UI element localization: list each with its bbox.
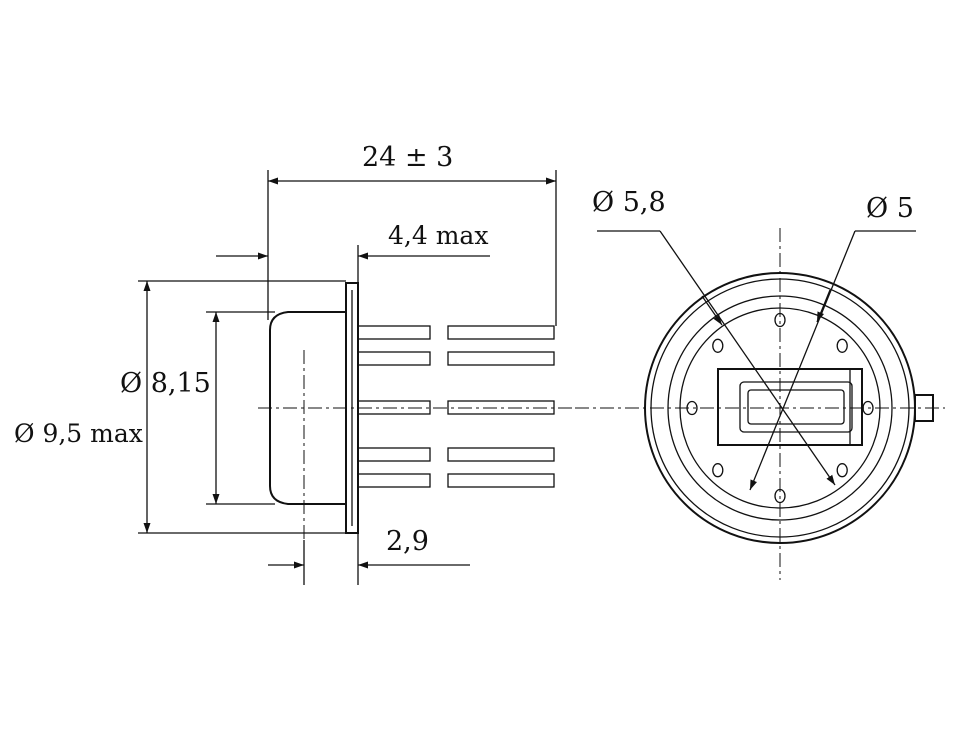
label-body-diameter: Ø 8,15 [120,368,211,399]
pin-hole [774,312,786,328]
label-overall-length: 24 ± 3 [362,142,453,173]
label-window-diameter: Ø 5,8 [592,187,666,218]
pin-hole [862,400,874,416]
label-pin-circle-diameter: Ø 5 [866,193,914,224]
element-sensor [747,389,845,425]
header-circle [679,307,881,509]
label-flange-diameter: Ø 9,5 max [14,419,143,448]
orientation-tab [914,394,934,422]
dim-pin-circle-start [816,289,831,323]
pin-hole [686,400,698,416]
window-mid [739,381,853,433]
label-flange-offset: 4,4 max [388,221,488,250]
dim-pin-circle [749,230,856,491]
pin-holes [686,312,874,504]
pin-hole [836,338,848,353]
front-view: Ø 5,8 Ø 5 [575,187,945,580]
pin-hole [836,463,848,478]
dim-window-diameter-start [701,295,723,326]
can-body [269,311,346,505]
dim-window-diameter [659,230,836,486]
flange-inner-circle [650,278,910,538]
pin-hole [712,463,724,478]
side-view: 24 ± 3 4,4 max Ø 8,15 Ø 9,5 max 2,9 [14,142,575,585]
pin-hole [712,338,724,353]
window-outer [717,368,863,446]
label-body-length: 2,9 [386,526,429,557]
pins [357,325,555,488]
pin-hole [774,488,786,504]
can-circle [667,295,893,521]
